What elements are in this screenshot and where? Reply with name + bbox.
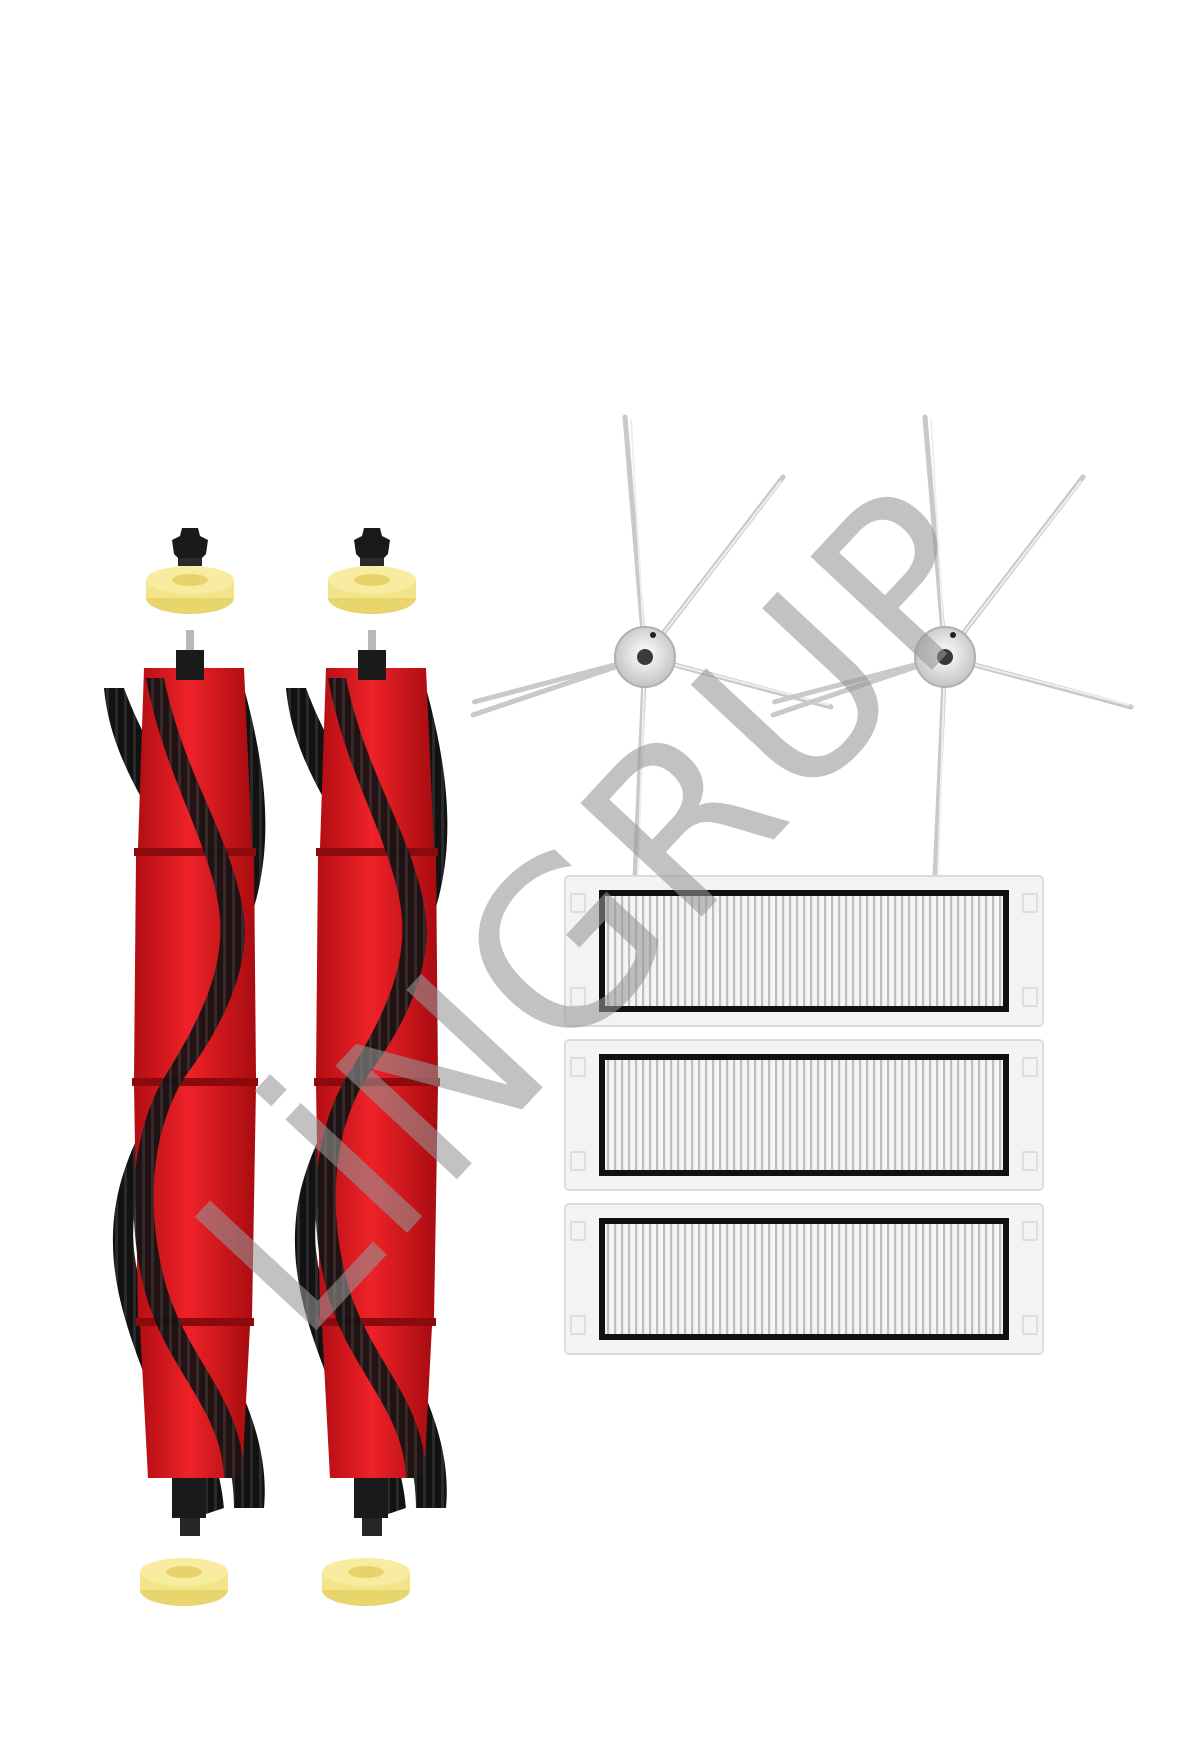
hepa-filter bbox=[564, 875, 1044, 1027]
hepa-filter bbox=[564, 1039, 1044, 1191]
hepa-filter bbox=[564, 1203, 1044, 1355]
